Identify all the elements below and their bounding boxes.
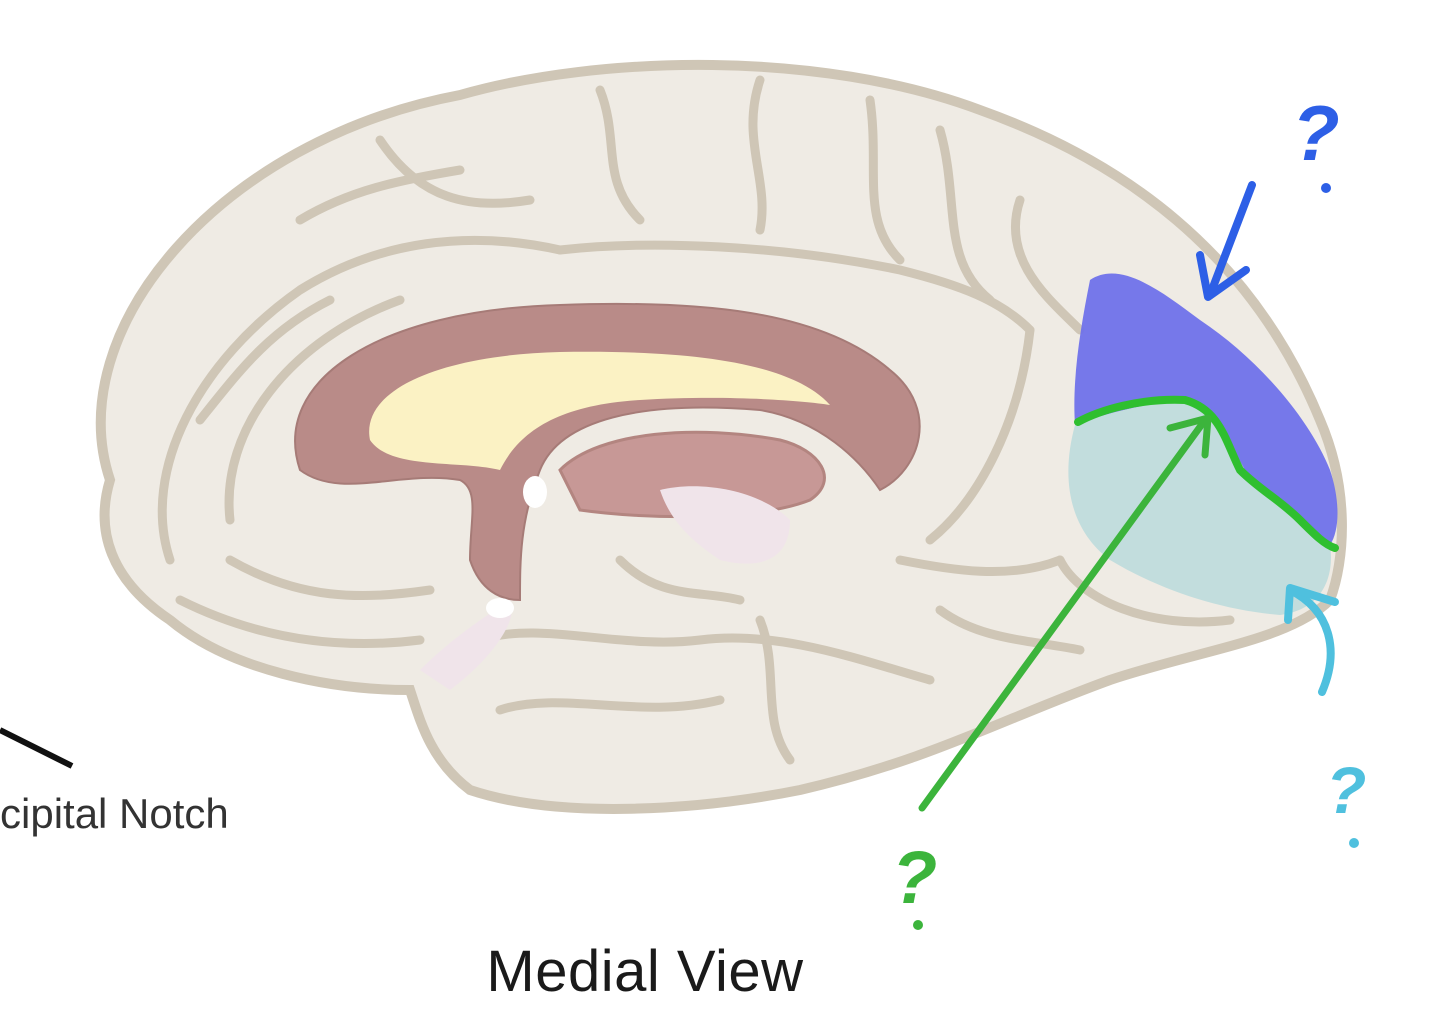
light-blue-question-mark: ? [1326,753,1367,827]
sulci-lines [157,75,1235,765]
lower-occipital-region [1068,400,1331,615]
dark-blue-arrow [1196,181,1256,301]
green-question-mark: ? [892,836,938,919]
dark-blue-question-mark: ? [1292,89,1340,177]
brainstem-pale-region [660,486,790,564]
anterior-commissure [523,476,547,508]
dark-blue-question-dot [1321,183,1331,193]
green-question-dot [913,920,923,930]
diagram-caption: Medial View [486,939,804,1004]
light-blue-arrow [1284,584,1339,696]
optic-chiasm [486,598,514,618]
calcarine-boundary-line [1074,395,1339,552]
green-arrow [918,414,1212,812]
pale-structure-lower [420,600,512,690]
occipital-notch-label: cipital Notch [0,790,229,837]
light-blue-question-dot [1349,838,1359,848]
lateral-ventricle [369,351,830,470]
notch-pointer-line [0,727,74,769]
